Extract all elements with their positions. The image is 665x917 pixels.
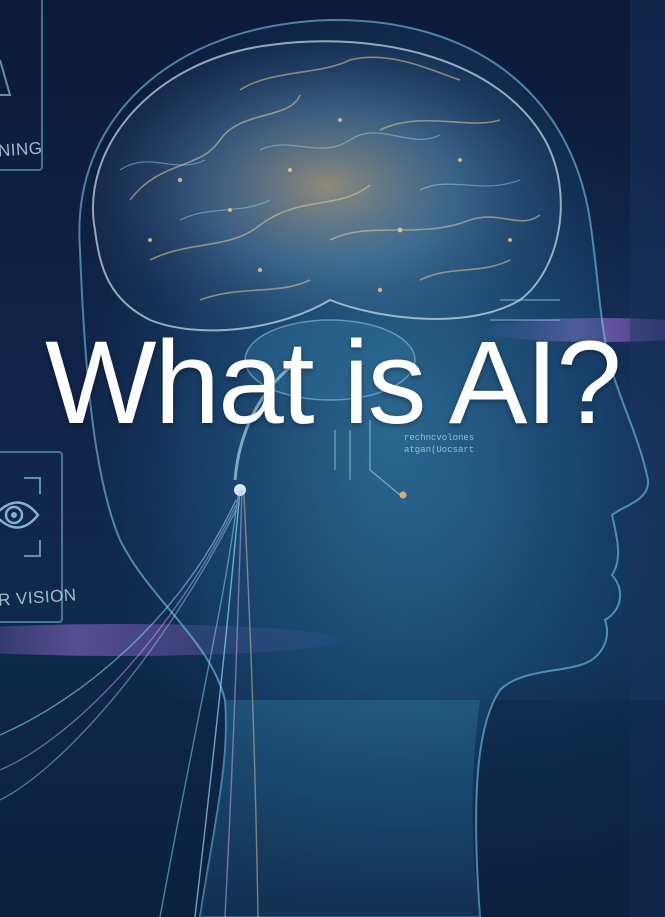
neural-fibers bbox=[0, 489, 259, 917]
panel-top-left bbox=[0, 0, 43, 171]
brain-microtext-line2: atgan(Uocsart bbox=[404, 445, 475, 455]
brain-graphic bbox=[92, 40, 562, 332]
triangle-glyph-icon bbox=[0, 59, 12, 96]
brain-microtext-line1: rechncvolones bbox=[404, 433, 475, 443]
brainstem bbox=[233, 319, 416, 496]
panel-label-top: NING bbox=[0, 138, 44, 161]
panel-bottom-left bbox=[0, 451, 63, 623]
headline-title: What is AI? bbox=[45, 317, 622, 449]
circuit-lines bbox=[334, 299, 560, 499]
eye-icon bbox=[0, 501, 40, 529]
